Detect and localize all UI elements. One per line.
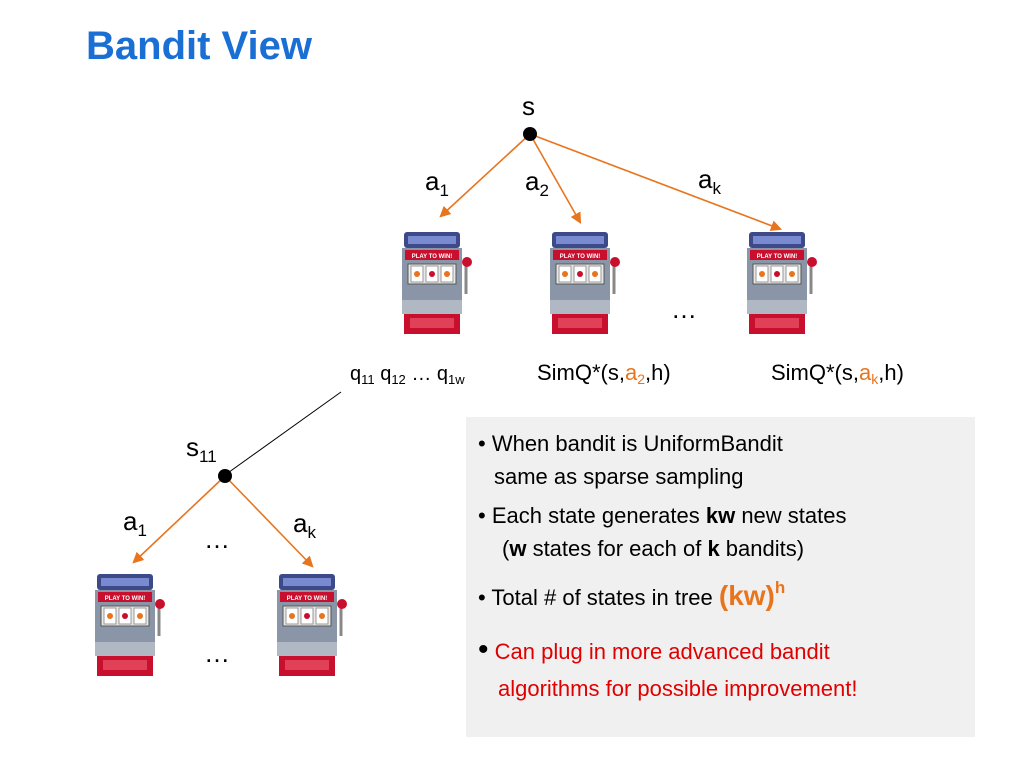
bullet-dot: •: [478, 633, 489, 666]
slot-machine-icon: PLAY TO WIN!: [550, 232, 620, 334]
info-box: • When bandit is UniformBandit same as s…: [466, 417, 975, 737]
label-base: a: [123, 506, 138, 536]
formula-base: (kw): [718, 580, 775, 611]
simq-action: a: [859, 360, 872, 385]
simq-action: a: [625, 360, 638, 385]
edge-s-a2: [529, 133, 582, 224]
bullet-uniform-bandit: • When bandit is UniformBandit same as s…: [478, 427, 965, 493]
simq-suffix: ,h): [878, 360, 904, 385]
bullet-text: new states: [735, 503, 847, 528]
q-values: q11 q12 … q1w: [350, 364, 465, 386]
simq-sub: k: [871, 371, 879, 387]
action-label-ak: ak: [698, 166, 721, 197]
slot-banner: PLAY TO WIN!: [105, 596, 146, 602]
ellipsis-top: …: [671, 294, 697, 324]
slot-banner: PLAY TO WIN!: [560, 254, 601, 260]
label-base: a: [425, 166, 440, 196]
q12-base: q: [380, 363, 392, 385]
label-sub: k: [712, 179, 721, 198]
bullet-text-red-cont: algorithms for possible improvement!: [498, 676, 858, 701]
edge-s11-a1: [132, 475, 226, 564]
slide-title: Bandit View: [86, 24, 312, 68]
label-sub: 1: [137, 521, 147, 540]
formula-kw-h: (kw)h: [718, 578, 786, 611]
slot-banner: PLAY TO WIN!: [757, 254, 798, 260]
slot-machine-icon: PLAY TO WIN!: [277, 574, 347, 676]
node-label-s11: s11: [186, 434, 217, 465]
bullet-text-cont: (w states for each of k bandits): [478, 532, 965, 565]
slot-banner: PLAY TO WIN!: [412, 254, 453, 260]
q1w-sub: 1w: [448, 372, 465, 387]
node-s11: [218, 469, 232, 483]
q11-sub: 11: [361, 372, 375, 387]
simq-prefix: SimQ*(s,: [771, 360, 859, 385]
bullet-text: bandits): [719, 536, 805, 561]
label-sub: k: [307, 523, 316, 542]
paren-open: (: [502, 536, 510, 561]
bullet-text: • Each state generates: [478, 503, 706, 528]
label-base: a: [698, 164, 713, 194]
simq-suffix: ,h): [645, 360, 671, 385]
slot-machine-icon: PLAY TO WIN!: [95, 574, 165, 676]
node-label-s: s: [522, 91, 535, 121]
q-dots: …: [411, 363, 432, 385]
q12-sub: 12: [391, 372, 406, 387]
bullet-text: states for each of: [526, 536, 708, 561]
simq-prefix: SimQ*(s,: [537, 360, 625, 385]
simq-ak-label: SimQ*(s,ak,h): [771, 360, 904, 387]
sub-action-label-a1: a1: [123, 508, 147, 539]
bullet-text: • When bandit is UniformBandit: [478, 431, 783, 456]
bullet-total-states: • Total # of states in tree (kw)h: [478, 575, 965, 617]
label-sub: 1: [439, 181, 449, 200]
bullet-bold-w: w: [509, 536, 527, 561]
formula-exp: h: [774, 578, 786, 597]
bullet-text-red: Can plug in more advanced bandit: [494, 639, 830, 664]
bullet-bold-k: k: [707, 536, 720, 561]
bullet-bold-kw: kw: [705, 503, 736, 528]
label-sub: 11: [199, 447, 217, 466]
simq-a2-label: SimQ*(s,a2,h): [537, 360, 671, 387]
edge-s-a1: [439, 133, 531, 218]
q11-base: q: [350, 363, 362, 385]
bullet-advanced-bandits: • Can plug in more advanced bandit algor…: [478, 627, 965, 705]
action-label-a2: a2: [525, 168, 549, 199]
node-s: [523, 127, 537, 141]
slot-machine-icon: PLAY TO WIN!: [402, 232, 472, 334]
edge-q-s11: [224, 391, 342, 476]
sub-action-label-ak: ak: [293, 510, 316, 541]
label-base: a: [525, 166, 540, 196]
label-base: s: [186, 432, 199, 462]
q1w-base: q: [436, 363, 449, 385]
edge-s11-ak: [224, 475, 314, 568]
ellipsis-sub-bottom: …: [204, 638, 230, 668]
slot-banner: PLAY TO WIN!: [287, 596, 328, 602]
bullet-text-cont: same as sparse sampling: [494, 464, 744, 489]
simq-sub: 2: [637, 371, 646, 387]
slot-machine-icon: PLAY TO WIN!: [747, 232, 817, 334]
edge-s-ak: [529, 133, 783, 232]
label-base: a: [293, 508, 308, 538]
label-sub: 2: [539, 181, 549, 200]
bullet-text: • Total # of states in tree: [478, 585, 719, 610]
action-label-a1: a1: [425, 168, 449, 199]
bullet-kw-states: • Each state generates kw new states (w …: [478, 499, 965, 565]
ellipsis-sub-top: …: [204, 524, 230, 554]
